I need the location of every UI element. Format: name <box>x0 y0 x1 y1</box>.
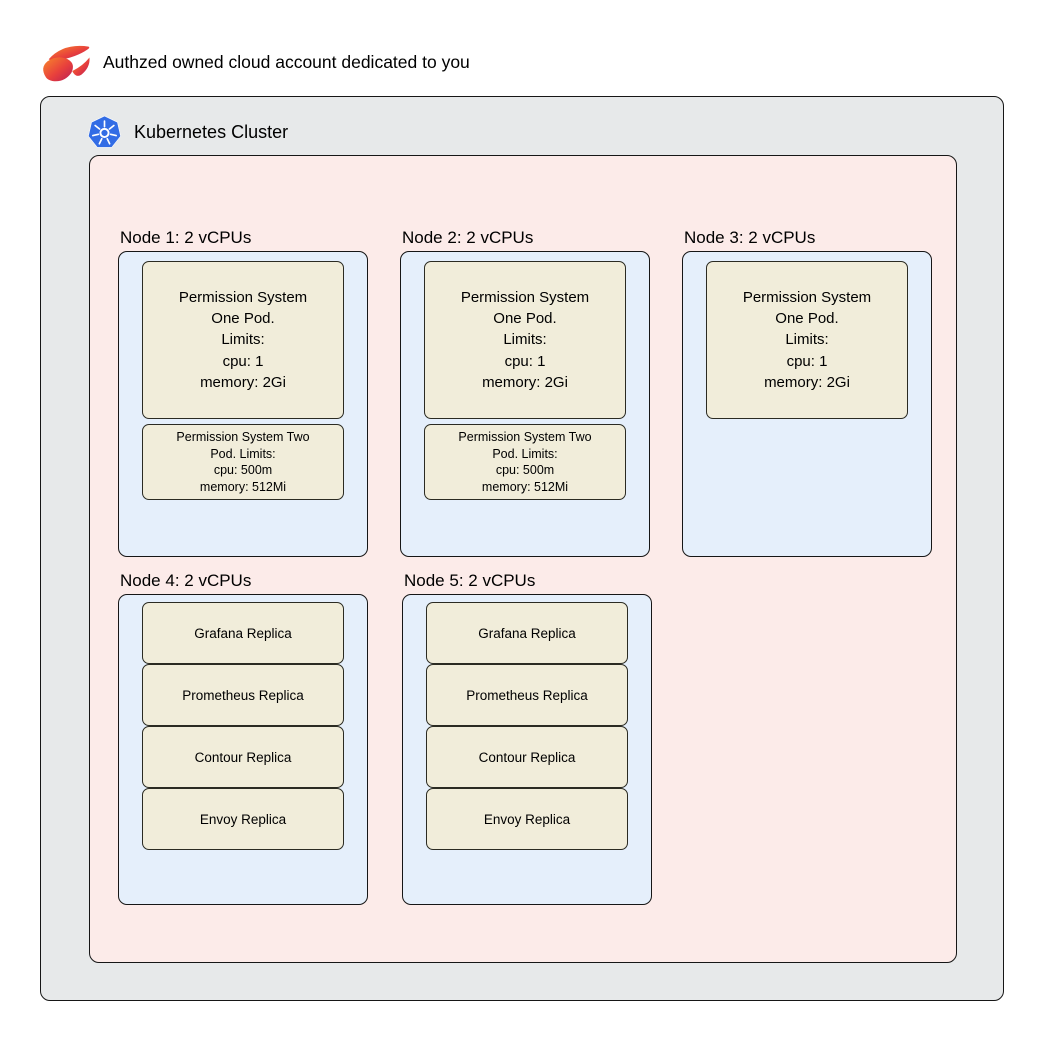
pod-prometheus-replica: Prometheus Replica <box>142 664 344 726</box>
pod-envoy-replica: Envoy Replica <box>426 788 628 850</box>
node-4: Node 4: 2 vCPUs Grafana Replica Promethe… <box>118 571 368 905</box>
node-5: Node 5: 2 vCPUs Grafana Replica Promethe… <box>402 571 652 905</box>
node-3: Node 3: 2 vCPUs Permission System One Po… <box>682 228 932 557</box>
pod-permission-system-one: Permission System One Pod. Limits: cpu: … <box>424 261 626 419</box>
node-3-label: Node 3: 2 vCPUs <box>684 228 816 247</box>
pod-contour-replica: Contour Replica <box>142 726 344 788</box>
cluster-title: Kubernetes Cluster <box>134 122 289 142</box>
node-1: Node 1: 2 vCPUs Permission System One Po… <box>118 228 368 557</box>
pod-permission-system-one: Permission System One Pod. Limits: cpu: … <box>706 261 908 419</box>
pod-permission-system-two: Permission System Two Pod. Limits: cpu: … <box>142 424 344 500</box>
cluster-header: Kubernetes Cluster <box>87 115 288 150</box>
pod-grafana-replica: Grafana Replica <box>142 602 344 664</box>
node-4-box: Grafana Replica Prometheus Replica Conto… <box>118 594 368 905</box>
header: Authzed owned cloud account dedicated to… <box>36 40 470 84</box>
cloud-account-container: Kubernetes Cluster Node 1: 2 vCPUs Permi… <box>40 96 1004 1001</box>
pod-grafana-replica: Grafana Replica <box>426 602 628 664</box>
pod-permission-system-one: Permission System One Pod. Limits: cpu: … <box>142 261 344 419</box>
node-3-box: Permission System One Pod. Limits: cpu: … <box>682 251 932 557</box>
node-2: Node 2: 2 vCPUs Permission System One Po… <box>400 228 650 557</box>
kubernetes-icon <box>87 115 122 150</box>
node-1-box: Permission System One Pod. Limits: cpu: … <box>118 251 368 557</box>
node-5-box: Grafana Replica Prometheus Replica Conto… <box>402 594 652 905</box>
node-1-label: Node 1: 2 vCPUs <box>120 228 252 247</box>
pod-envoy-replica: Envoy Replica <box>142 788 344 850</box>
pod-contour-replica: Contour Replica <box>426 726 628 788</box>
node-2-label: Node 2: 2 vCPUs <box>402 228 534 247</box>
authzed-logo-icon <box>36 40 94 84</box>
kubernetes-cluster-container: Node 1: 2 vCPUs Permission System One Po… <box>89 155 957 963</box>
pod-permission-system-two: Permission System Two Pod. Limits: cpu: … <box>424 424 626 500</box>
header-title: Authzed owned cloud account dedicated to… <box>103 51 470 72</box>
node-2-box: Permission System One Pod. Limits: cpu: … <box>400 251 650 557</box>
node-5-label: Node 5: 2 vCPUs <box>404 571 536 590</box>
pod-prometheus-replica: Prometheus Replica <box>426 664 628 726</box>
node-4-label: Node 4: 2 vCPUs <box>120 571 252 590</box>
